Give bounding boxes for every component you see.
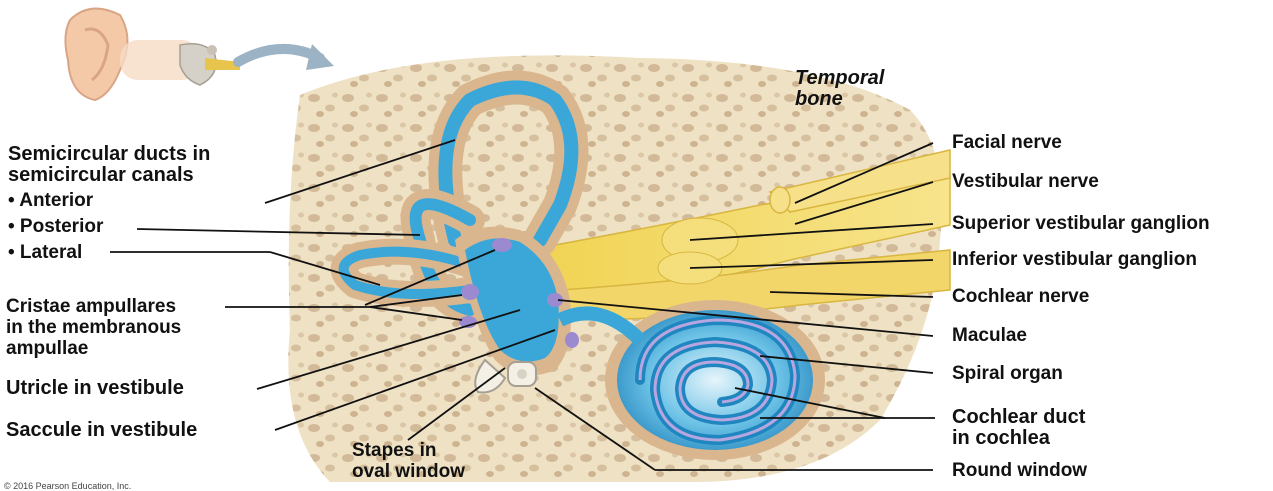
label-round-window: Round window: [952, 460, 1088, 481]
label-lateral: • Lateral: [8, 242, 83, 263]
label-facial-nerve: Facial nerve: [952, 132, 1062, 153]
label-cristae-line1: Cristae ampullares: [6, 296, 177, 317]
pointer-arrow: [233, 44, 334, 70]
label-posterior: • Posterior: [8, 216, 104, 237]
label-stapes: Stapes in oval window: [352, 440, 465, 482]
ear-thumbnail: [64, 7, 240, 102]
label-semicircular-header-line1: Semicircular ducts in: [8, 143, 211, 165]
label-cristae-line2: in the membranous: [6, 317, 182, 338]
label-cristae-line3: ampullae: [6, 338, 89, 359]
label-temporal-bone-line1: Temporal: [795, 67, 885, 89]
label-semicircular-header: Semicircular ducts in semicircular canal…: [8, 144, 210, 186]
label-maculae: Maculae: [952, 325, 1027, 346]
label-anterior: • Anterior: [8, 190, 94, 211]
label-cristae: Cristae ampullares in the membranous amp…: [6, 296, 181, 359]
label-saccule: Saccule in vestibule: [6, 419, 198, 441]
stapes: [474, 358, 537, 394]
label-superior-ganglion: Superior vestibular ganglion: [952, 213, 1210, 234]
label-semicircular-header-line2: semicircular canals: [8, 164, 194, 186]
copyright-notice: © 2016 Pearson Education, Inc.: [4, 481, 132, 491]
label-spiral-organ: Spiral organ: [952, 363, 1063, 384]
label-cochlear-duct-line2: in cochlea: [952, 427, 1050, 449]
label-cochlear-duct-line1: Cochlear duct: [952, 406, 1086, 428]
label-cochlear-nerve: Cochlear nerve: [952, 286, 1090, 307]
vestibule: [455, 226, 579, 376]
label-temporal-bone-line2: bone: [795, 88, 843, 110]
label-cochlear-duct: Cochlear duct in cochlea: [952, 407, 1085, 449]
semicircular-canals: [330, 70, 589, 325]
label-stapes-line1: Stapes in: [352, 440, 437, 461]
leader-lines: [110, 139, 935, 471]
label-temporal-bone: Temporal bone: [795, 68, 884, 110]
label-utricle: Utricle in vestibule: [6, 377, 184, 399]
label-inferior-ganglion: Inferior vestibular ganglion: [952, 249, 1197, 270]
cochlea: [556, 300, 825, 460]
label-vestibular-nerve: Vestibular nerve: [952, 171, 1099, 192]
label-stapes-line2: oval window: [352, 461, 465, 482]
